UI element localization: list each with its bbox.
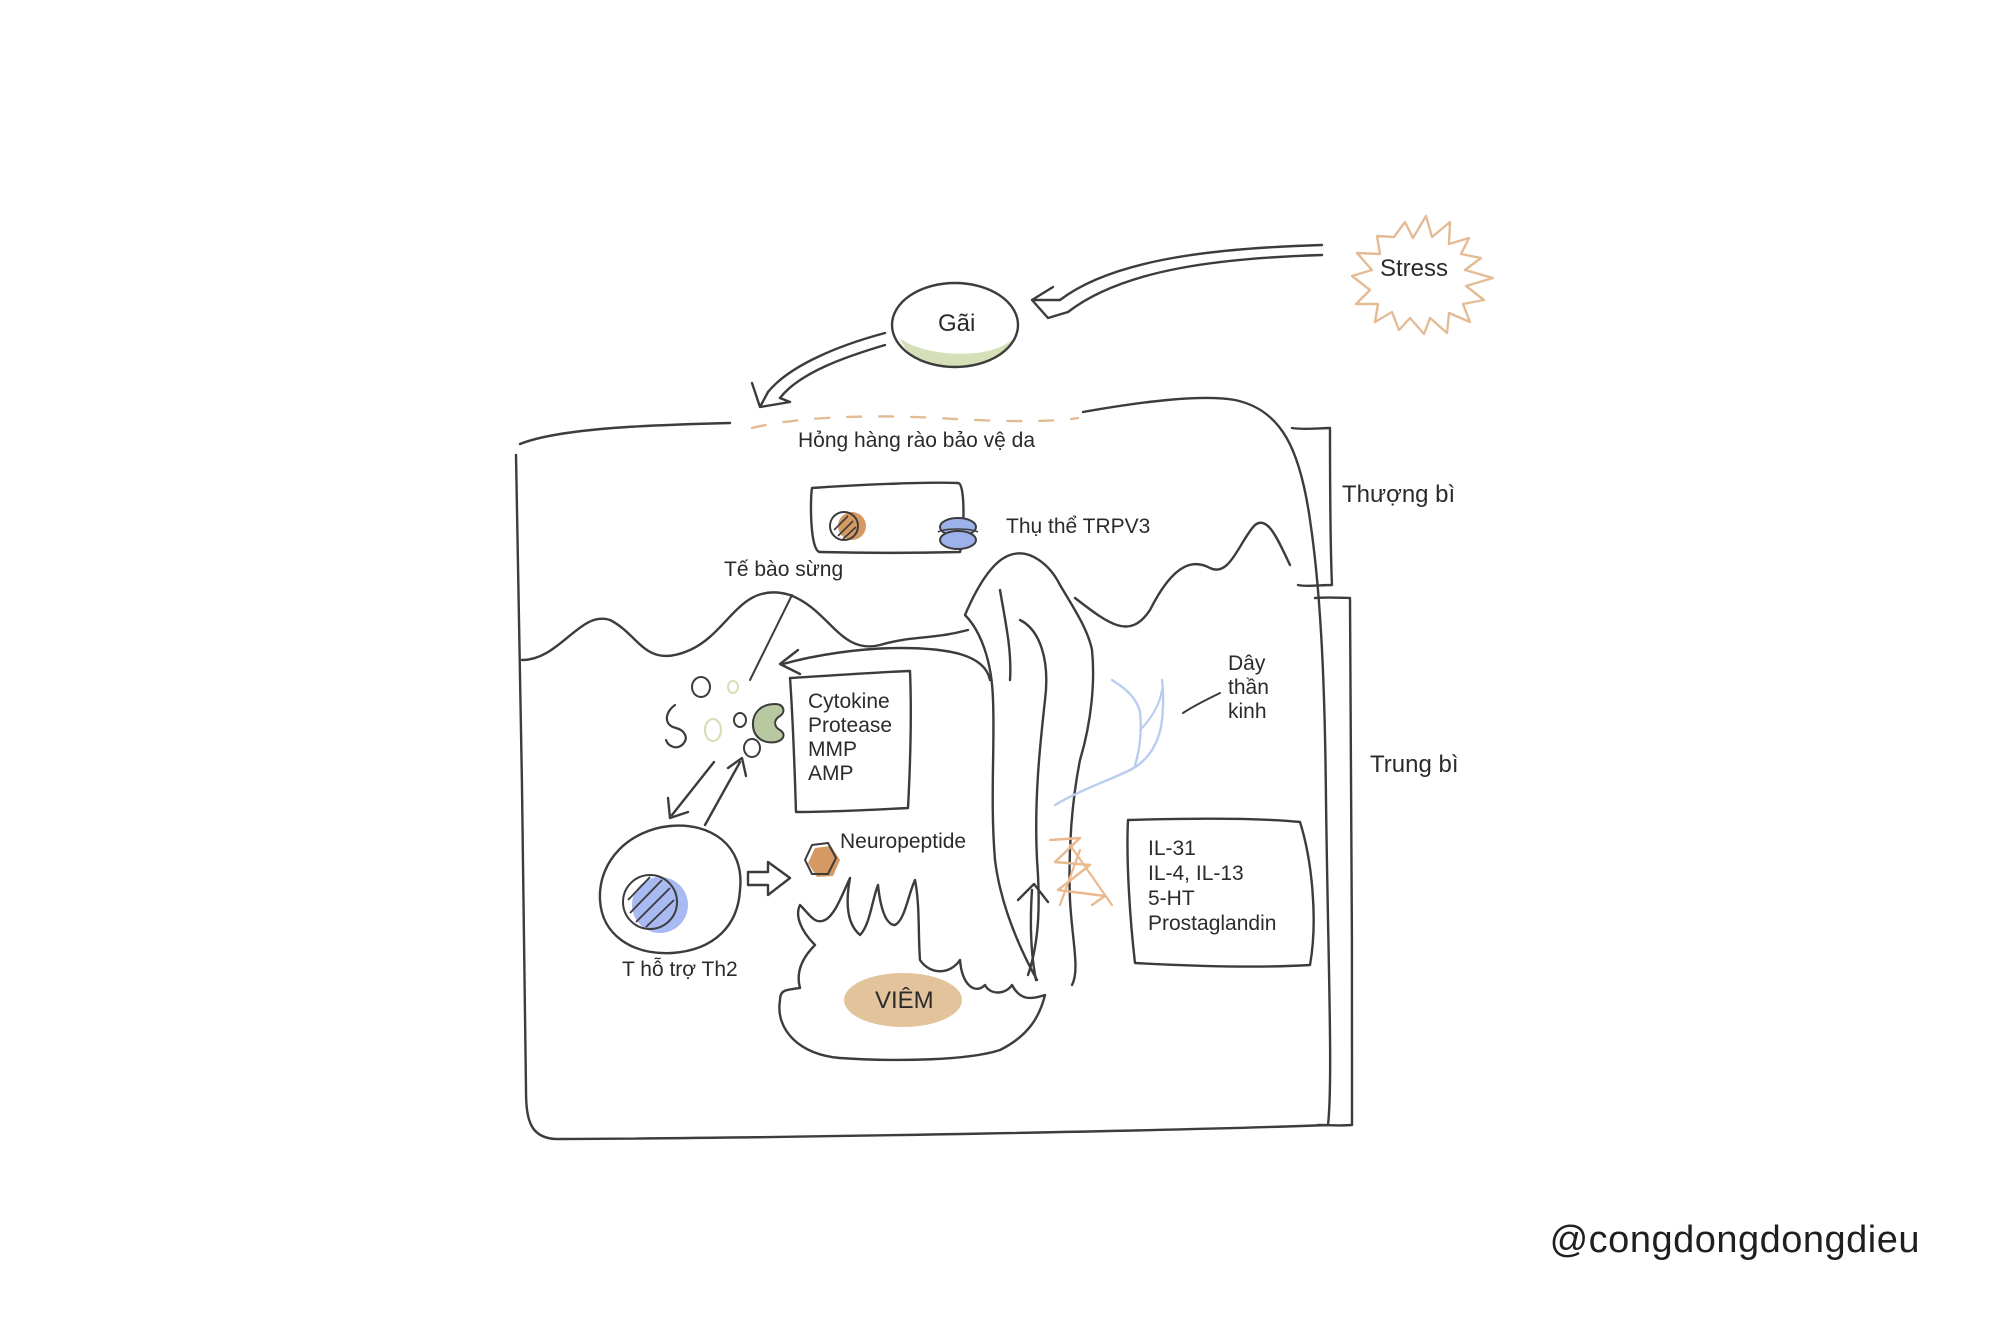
epidermis-dermis-boundary (520, 521, 1292, 662)
th2-to-neuropeptide-arrow (746, 860, 792, 897)
nerve-fiber-return-arrow (1029, 888, 1038, 982)
nerve-fiber-return-arrowhead (1016, 882, 1050, 904)
dermis-label: Trung bì (1370, 751, 1459, 778)
inflammation-label: VIÊM (875, 987, 934, 1014)
nerve-fiber-outer (963, 552, 1095, 987)
keratinocyte-nucleus-icon (829, 511, 866, 541)
granules-to-th2-arrowhead (666, 796, 690, 820)
nerve-ending-icon (1053, 678, 1165, 807)
nerve-fiber-inner (998, 588, 1048, 977)
nerve-to-box-loop-arrowhead (778, 648, 802, 676)
nerve-label-line3: kinh (1228, 700, 1267, 723)
keratinocyte-mediator-4: AMP (808, 762, 854, 785)
scratch-to-skin-arrow (766, 331, 887, 400)
stress-label: Stress (1380, 255, 1448, 282)
barrier-damage-dashes (750, 415, 1080, 430)
nerve-pointer (1182, 692, 1221, 714)
itch-mediator-3: 5-HT (1148, 887, 1195, 910)
epidermis-bracket (1290, 426, 1334, 588)
nerve-label-line1: Dây (1228, 652, 1266, 675)
th2-label: T hỗ trợ Th2 (622, 958, 738, 981)
barrier-damage-label: Hỏng hàng rào bảo vệ da (798, 429, 1035, 452)
keratinocyte-pointer (749, 594, 793, 681)
scratch-to-skin-arrowhead (750, 381, 792, 409)
stress-to-scratch-arrow (1058, 243, 1324, 314)
itch-mediator-1: IL-31 (1148, 837, 1196, 860)
keratinocyte-mediator-2: Protease (808, 714, 892, 737)
nerve-to-box-loop-arrow (781, 646, 992, 682)
inflammation-flame-icon (778, 876, 1047, 1062)
granules-to-th2-arrow (670, 760, 716, 817)
itch-mediators-box (1126, 817, 1315, 968)
th2-to-granules-arrowhead (726, 756, 748, 778)
neuropeptide-label: Neuropeptide (840, 830, 966, 853)
author-handle: @congdongdongdieu (1549, 1219, 1920, 1261)
dermis-bracket (1313, 596, 1354, 1127)
stress-to-scratch-arrowhead (1030, 285, 1070, 320)
th2-to-granules-arrow (703, 760, 742, 827)
keratinocyte-mediators-box (788, 669, 913, 814)
itch-mediator-2: IL-4, IL-13 (1148, 862, 1244, 885)
keratinocyte-mediator-3: MMP (808, 738, 857, 761)
itch-mediator-4: Prostaglandin (1148, 912, 1276, 935)
th2-cell-icon (598, 824, 742, 955)
neuropeptide-hexagon-icon (803, 841, 840, 877)
scratch-label: Gãi (938, 310, 975, 337)
skin-outline (514, 396, 1332, 1141)
scratch-ellipse-icon (890, 281, 1020, 369)
stress-burst-icon (1350, 214, 1495, 336)
keratinocyte-cell-icon (751, 702, 785, 744)
epidermis-label: Thượng bì (1342, 481, 1455, 508)
keratinocyte-label: Tế bào sừng (724, 558, 843, 581)
nerve-label-line2: thần (1228, 676, 1269, 699)
mediator-granules-icon (664, 676, 761, 758)
keratinocyte-cell-box (809, 481, 965, 554)
itch-zigzag-icon (1048, 836, 1114, 907)
trpv3-receptor-icon (937, 517, 979, 550)
keratinocyte-mediator-1: Cytokine (808, 690, 890, 713)
trpv3-label: Thụ thể TRPV3 (1006, 515, 1150, 538)
